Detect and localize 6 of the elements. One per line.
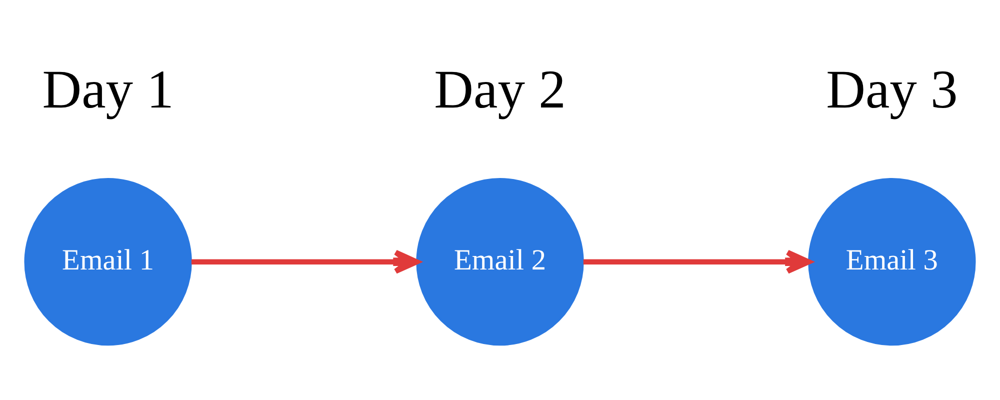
node-circle: Email 3 [808, 178, 976, 346]
node-circle: Email 1 [24, 178, 192, 346]
node-label: Day 1 [42, 58, 174, 120]
node-circle: Email 2 [416, 178, 584, 346]
node-label: Day 3 [826, 58, 958, 120]
node-label: Day 2 [434, 58, 566, 120]
